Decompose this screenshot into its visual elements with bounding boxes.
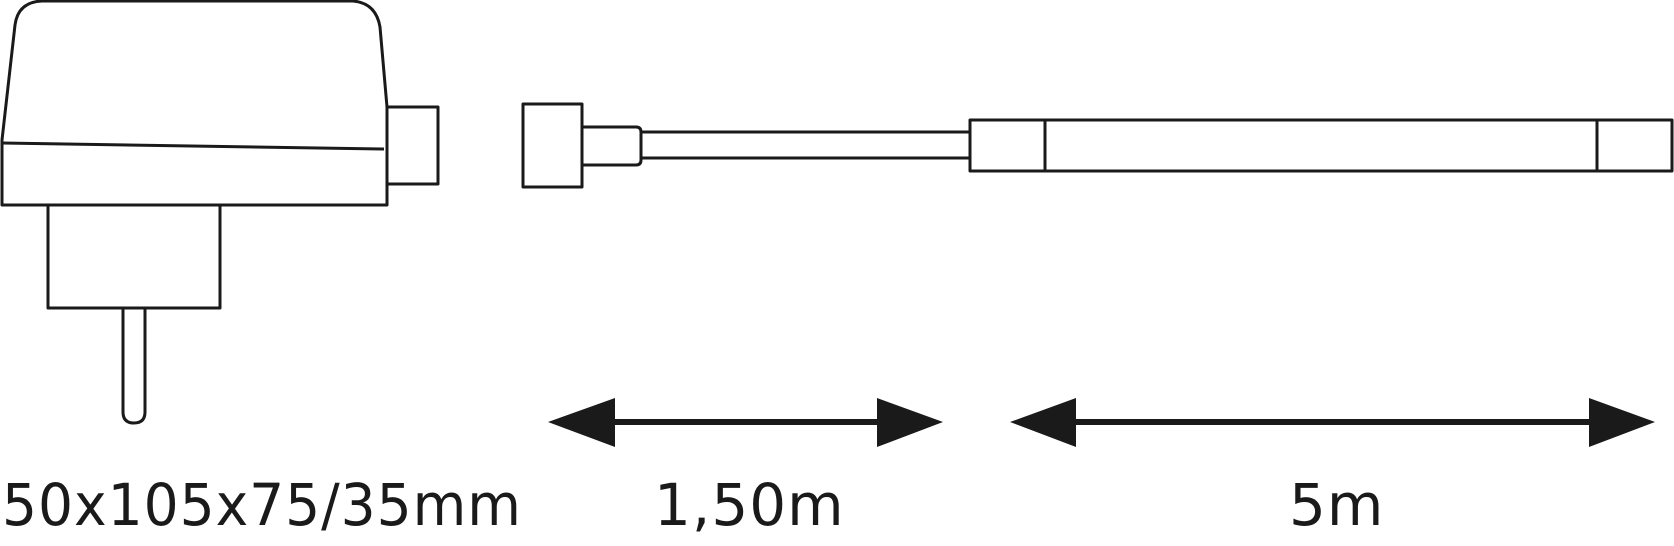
adapter-body [0,0,389,207]
adapter-dimensions-label: 50x105x75/35mm [2,471,522,539]
arrowhead-right-icon [1589,398,1655,447]
cable-connector-plug [521,102,584,189]
plug-base [46,203,222,310]
strip-length-label: 5m [1289,471,1385,539]
arrowhead-left-icon [1010,398,1076,447]
power-adapter-drawing [0,0,440,425]
arrowhead-right-icon [877,398,943,447]
strip-length-arrow [1010,398,1655,447]
plug-pin [121,308,147,425]
adapter-output-socket [385,105,440,186]
arrowhead-left-icon [548,398,615,447]
cable-length-label: 1,50m [654,471,845,539]
connection-cable-drawing [521,102,970,189]
adapter-seam-line [1,141,385,151]
led-strip-drawing [968,118,1674,173]
led-strip-body [968,118,1674,173]
cable-wire [641,130,970,160]
cable-length-arrow [548,398,943,447]
cable-connector-neck [582,125,643,167]
